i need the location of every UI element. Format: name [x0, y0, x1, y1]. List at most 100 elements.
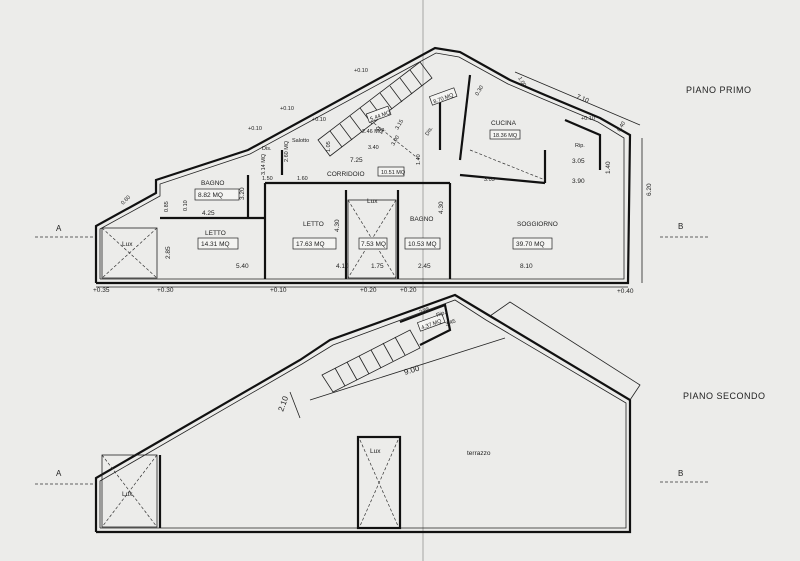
- dimension: 0.40: [617, 121, 628, 133]
- level-mark: +0.10: [581, 116, 595, 122]
- room-label: Lux: [367, 198, 378, 205]
- room-label: SOGGIORNO: [517, 221, 558, 228]
- inner-wall-second: [99, 299, 627, 529]
- dimension: 3.90: [572, 178, 585, 185]
- dimension: 3.20: [239, 187, 246, 200]
- wall: [564, 118, 602, 170]
- dimension: 3.00: [391, 135, 402, 147]
- dimension: 1.60: [297, 176, 308, 182]
- area-label: 39.70 MQ: [516, 241, 545, 248]
- level-mark: +0.35: [93, 287, 110, 294]
- dimension: 8.10: [520, 263, 533, 270]
- level-mark: +0.30: [157, 287, 174, 294]
- hidden-line: [469, 149, 546, 181]
- dimension: 1.75: [371, 263, 384, 270]
- level-mark: +0.10: [312, 117, 326, 123]
- dimension: 1.50: [262, 176, 273, 182]
- outer-wall: [94, 46, 632, 285]
- first-floor-plan: [35, 46, 710, 485]
- area-label: 4.37 MQ: [421, 318, 444, 331]
- dimension: 0.60: [120, 195, 132, 207]
- area-label: 17.63 MQ: [296, 241, 325, 248]
- title-second-floor: PIANO SECONDO: [683, 391, 766, 401]
- area-label: 2.46 MQ: [362, 129, 384, 135]
- room-label: terrazzo: [467, 450, 491, 457]
- room-label: Dis.: [262, 146, 272, 152]
- room-label: Lux: [370, 448, 381, 455]
- area-label: 8.70 MQ: [433, 92, 456, 105]
- dimension: 5.40: [236, 263, 249, 270]
- dimension: 3.15: [395, 119, 406, 131]
- level-mark: +0.10: [270, 287, 287, 294]
- dimension-line: [309, 337, 506, 401]
- dimension-line: [289, 391, 301, 419]
- room-label: Salotto: [292, 138, 309, 144]
- room-label: LETTO: [303, 221, 324, 228]
- second-floor-plan: [94, 293, 641, 534]
- dimension-line: [514, 71, 641, 126]
- dimension: 1.00: [516, 76, 527, 88]
- dimension: 0.85: [164, 201, 170, 212]
- area-label: 2.60 MQ: [284, 140, 290, 162]
- staircase-second: [321, 329, 421, 393]
- room-label: Lux: [122, 491, 133, 498]
- dimension: 1.40: [416, 154, 422, 165]
- room-label: LETTO: [205, 230, 226, 237]
- room-label: BAGNO: [201, 180, 224, 187]
- room-label: Rip.: [436, 310, 448, 319]
- dimension: 3.45: [445, 319, 457, 328]
- dimension: 3.05: [484, 177, 495, 183]
- area-label: 18.36 MQ: [493, 133, 518, 139]
- dimension: 2.85: [165, 246, 172, 259]
- area-label: 10.53 MQ: [408, 241, 437, 248]
- lux-shaft-left-2: [101, 454, 158, 528]
- level-mark: +0.20: [400, 287, 417, 294]
- dimension: 3.40: [368, 145, 379, 151]
- lux-shaft-right-2: [356, 435, 402, 530]
- section-mark-b-second: B: [678, 469, 683, 478]
- section-mark-a-second: A: [56, 469, 62, 478]
- wall: [458, 74, 472, 161]
- dimension: 2.10: [276, 394, 290, 412]
- level-mark: +0.10: [354, 68, 368, 74]
- room-label: BAGNO: [410, 216, 433, 223]
- level-mark: +0.40: [617, 288, 634, 295]
- dimension: 2.65: [419, 307, 431, 316]
- dimension: 4.30: [438, 201, 445, 214]
- wall: [459, 173, 546, 185]
- room-label: CORRIDOIO: [327, 171, 365, 178]
- area-label: 10.51 MQ: [381, 170, 406, 176]
- dimension: 9.00: [403, 363, 421, 377]
- section-mark-a: A: [56, 224, 62, 233]
- room-label: Lux: [122, 241, 133, 248]
- hidden-line: [369, 119, 421, 161]
- room-label: Dis.: [425, 125, 435, 137]
- area-label: 14.31 MQ: [201, 241, 230, 248]
- dimension: 7.10: [575, 93, 590, 105]
- level-mark: +0.20: [360, 287, 377, 294]
- dimension: 4.10: [336, 263, 349, 270]
- staircase-first: [317, 61, 433, 157]
- title-first-floor: PIANO PRIMO: [686, 85, 752, 95]
- area-label: 7.53 MQ: [361, 241, 386, 248]
- dimension: 1.40: [605, 161, 612, 174]
- dimension: 4.25: [202, 210, 215, 217]
- dimension: 0.10: [183, 200, 189, 211]
- lux-shaft-middle: [347, 199, 397, 279]
- area-label: 8.82 MQ: [198, 192, 223, 199]
- section-mark-b: B: [678, 222, 683, 231]
- dimension: 0.30: [475, 85, 486, 97]
- dimension: 1.05: [326, 141, 332, 152]
- dimension: 3.05: [572, 158, 585, 165]
- dimension: 7.25: [350, 157, 363, 164]
- dimension: 6.20: [646, 183, 653, 196]
- level-mark: +0.10: [248, 126, 262, 132]
- room-label: Rip.: [376, 127, 386, 133]
- area-label: 3.14 MQ: [261, 153, 267, 175]
- outer-wall-second: [94, 293, 632, 534]
- dimension: 4.30: [334, 219, 341, 232]
- room-label: CUCINA: [491, 120, 517, 127]
